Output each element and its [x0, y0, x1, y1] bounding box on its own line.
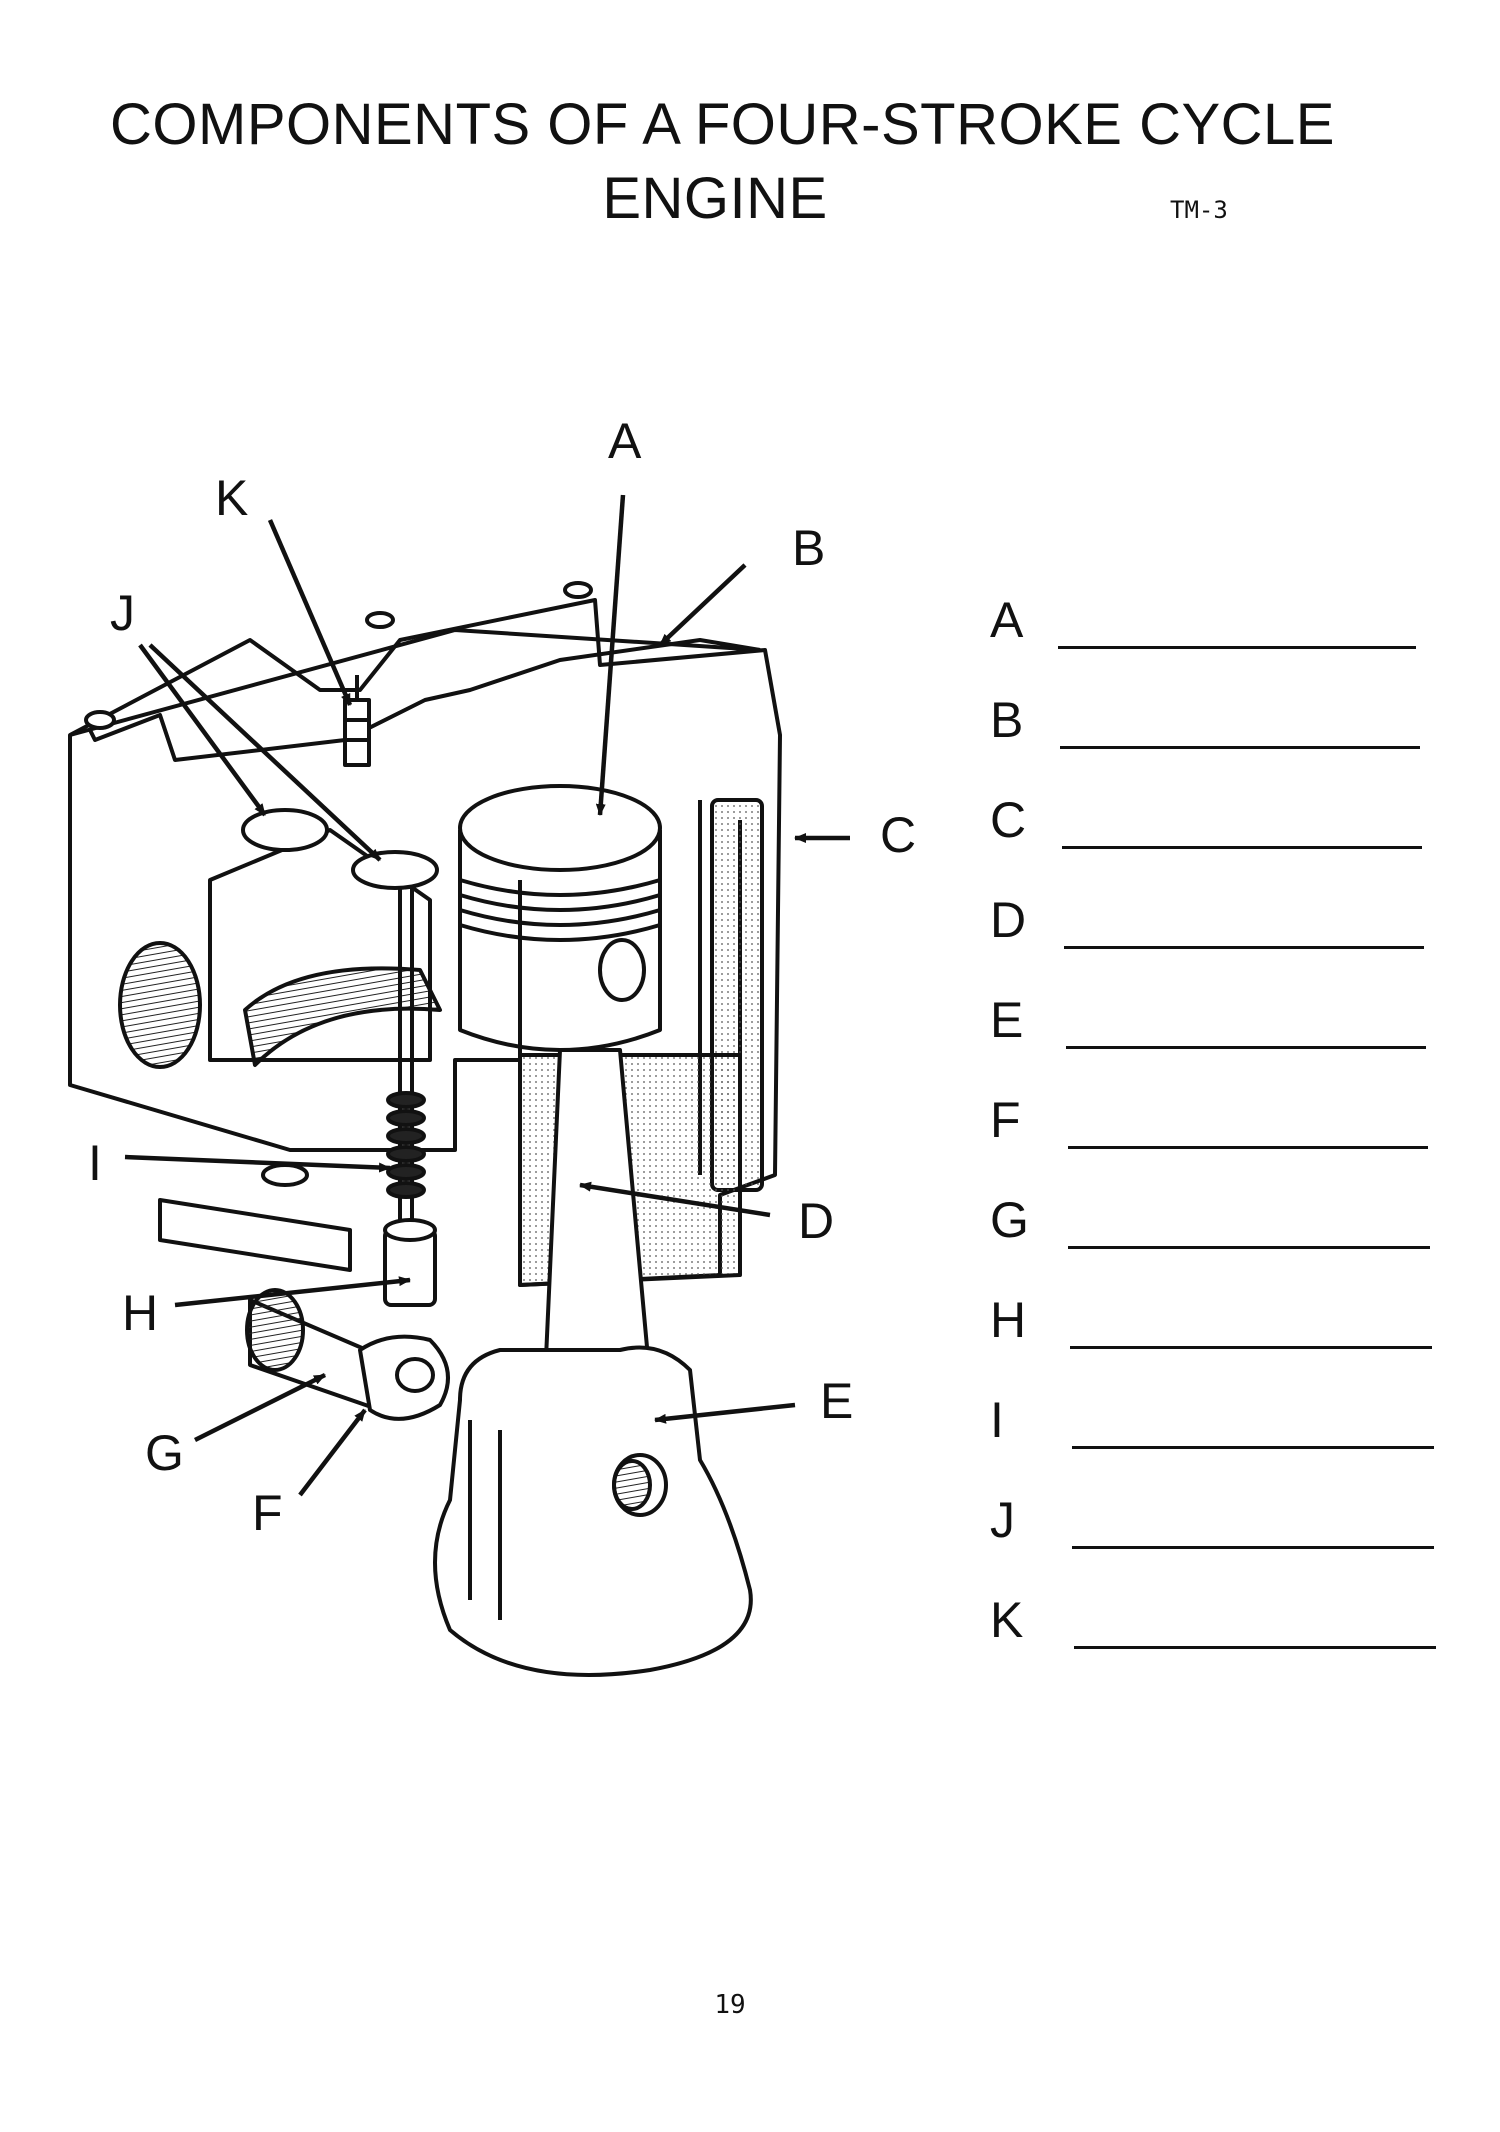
answer-letter: C [990, 792, 1027, 848]
answer-row-d: D [990, 890, 1440, 970]
page-number: 19 [714, 1990, 746, 2020]
arrow-d [579, 1181, 771, 1218]
spark-plug [343, 698, 371, 767]
callout-arrows [124, 494, 850, 1497]
answer-letter: F [990, 1092, 1021, 1148]
document-code: TM-3 [1170, 196, 1228, 224]
answer-letter: J [990, 1492, 1015, 1548]
answer-row-e: E [990, 990, 1440, 1070]
answer-letter: B [990, 692, 1024, 748]
callout-f: F [252, 1485, 283, 1541]
answer-letter: G [990, 1192, 1029, 1248]
arrow-g [193, 1372, 327, 1443]
answer-row-k: K [990, 1590, 1440, 1670]
answer-blank-d[interactable] [1064, 946, 1424, 949]
answer-letter: D [990, 892, 1027, 948]
answer-row-i: I [990, 1390, 1440, 1470]
arrow-b [658, 563, 747, 647]
answer-row-j: J [990, 1490, 1440, 1570]
answer-row-c: C [990, 790, 1440, 870]
head-bolt-middle [365, 611, 395, 629]
answer-blank-e[interactable] [1066, 1046, 1426, 1049]
crank-web [468, 1420, 502, 1620]
callout-c: C [880, 807, 916, 863]
piston-rings [459, 878, 661, 942]
arrow-h [174, 1276, 411, 1308]
answer-letter: A [990, 592, 1024, 648]
engine-illustration [68, 581, 782, 1677]
piston-crown [458, 784, 662, 872]
piston-pin [598, 938, 646, 1002]
answer-blank-h[interactable] [1070, 1346, 1432, 1349]
callout-h: H [122, 1285, 158, 1341]
callout-a: A [608, 413, 642, 469]
answer-row-f: F [990, 1090, 1440, 1170]
answer-letter: I [990, 1392, 1004, 1448]
page-title: COMPONENTS OF A FOUR-STROKE CYCLE ENGINE [0, 88, 1400, 236]
title-line-2: ENGINE [602, 166, 828, 231]
block-top-rim [69, 628, 761, 737]
callout-g: G [145, 1425, 184, 1481]
answer-letter: K [990, 1592, 1024, 1648]
callout-b: B [792, 520, 825, 576]
head-bolt-right [563, 581, 593, 599]
answer-blank-f[interactable] [1068, 1146, 1428, 1149]
callout-d: D [798, 1193, 834, 1249]
answer-row-a: A [990, 590, 1440, 670]
answer-blank-j[interactable] [1072, 1546, 1434, 1549]
exhaust-valve-head [351, 850, 439, 890]
answer-row-h: H [990, 1290, 1440, 1370]
answer-row-g: G [990, 1190, 1440, 1270]
cylinder-head-top [88, 638, 761, 762]
answer-blank-i[interactable] [1072, 1446, 1434, 1449]
arrow-i [124, 1154, 391, 1173]
valve-spring [386, 1091, 426, 1199]
head-bolt-left [84, 710, 116, 730]
answer-blank-g[interactable] [1068, 1246, 1430, 1249]
answer-blank-k[interactable] [1074, 1646, 1436, 1649]
callout-labels: A B C D E F G H I J K [88, 413, 916, 1541]
arrow-j-1 [138, 643, 267, 817]
callout-i: I [88, 1135, 102, 1191]
arrow-f [298, 1408, 367, 1497]
arrow-e [654, 1402, 796, 1424]
answer-row-b: B [990, 690, 1440, 770]
callout-k: K [215, 470, 248, 526]
arrow-j-2 [148, 643, 382, 862]
intake-port [118, 941, 202, 1069]
crank-throw [433, 1345, 753, 1677]
answer-blank-c[interactable] [1062, 846, 1422, 849]
intake-valve-head [241, 808, 329, 852]
answer-letter: E [990, 992, 1024, 1048]
engine-block-outline [68, 598, 782, 1287]
callout-e: E [820, 1373, 853, 1429]
answer-blank-a[interactable] [1058, 646, 1416, 649]
answer-blank-b[interactable] [1060, 746, 1420, 749]
callout-j: J [110, 585, 135, 641]
title-line-1: COMPONENTS OF A FOUR-STROKE CYCLE [110, 92, 1335, 157]
intake-manifold [243, 966, 442, 1067]
arrow-a [595, 494, 626, 816]
arrow-k [267, 519, 353, 706]
lifter-guide [158, 1198, 352, 1272]
answer-letter: H [990, 1292, 1027, 1348]
